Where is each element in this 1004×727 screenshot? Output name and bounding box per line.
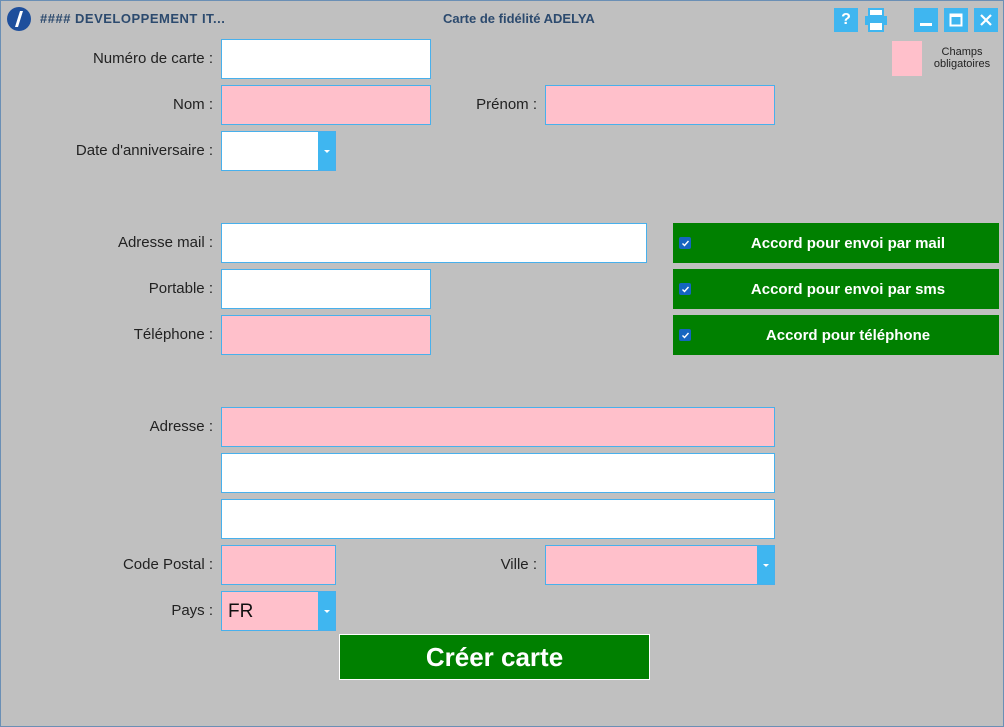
window-title: Carte de fidélité ADELYA xyxy=(443,11,595,26)
first-name-label: Prénom : xyxy=(476,96,537,113)
app-name: #### DEVELOPPEMENT IT... xyxy=(40,11,226,26)
first-name-field[interactable] xyxy=(545,85,775,125)
check-icon xyxy=(681,240,689,247)
email-input[interactable] xyxy=(222,224,646,262)
close-button[interactable] xyxy=(974,8,998,32)
consent-phone-toggle[interactable]: Accord pour téléphone xyxy=(673,315,999,355)
city-label: Ville : xyxy=(500,556,537,573)
maximize-icon xyxy=(949,13,963,27)
last-name-input[interactable] xyxy=(222,86,430,124)
country-label: Pays : xyxy=(171,602,213,619)
last-name-field[interactable] xyxy=(221,85,431,125)
mobile-field[interactable] xyxy=(221,269,431,309)
phone-field[interactable] xyxy=(221,315,431,355)
close-icon xyxy=(980,14,992,26)
minimize-button[interactable] xyxy=(914,8,938,32)
card-number-field[interactable] xyxy=(221,39,431,79)
print-button[interactable] xyxy=(864,8,888,32)
check-icon xyxy=(681,332,689,339)
postal-code-label: Code Postal : xyxy=(122,556,213,573)
country-value: FR xyxy=(228,601,254,622)
address-label: Adresse : xyxy=(149,418,213,435)
help-button[interactable]: ? xyxy=(834,8,858,32)
card-number-input[interactable] xyxy=(222,40,430,78)
phone-input[interactable] xyxy=(222,316,430,354)
consent-phone-checkbox[interactable] xyxy=(679,329,691,341)
consent-email-label: Accord pour envoi par mail xyxy=(750,234,946,252)
address-line3-field[interactable] xyxy=(221,499,775,539)
postal-code-field[interactable] xyxy=(221,545,336,585)
address-line2-field[interactable] xyxy=(221,453,775,493)
email-field[interactable] xyxy=(221,223,647,263)
address-line2-input[interactable] xyxy=(222,454,774,492)
app-logo-icon xyxy=(6,6,32,32)
chevron-down-icon xyxy=(323,149,330,153)
consent-phone-label: Accord pour téléphone xyxy=(765,326,931,344)
address-line1-input[interactable] xyxy=(222,408,774,446)
mobile-label: Portable : xyxy=(148,280,213,297)
check-icon xyxy=(681,286,689,293)
card-number-label: Numéro de carte : xyxy=(92,50,213,67)
country-select[interactable]: FR xyxy=(221,591,336,631)
create-card-button[interactable]: Créer carte xyxy=(339,634,650,680)
email-label: Adresse mail : xyxy=(117,234,213,251)
minimize-icon xyxy=(920,23,932,26)
maximize-button[interactable] xyxy=(944,8,968,32)
city-dropdown-button[interactable] xyxy=(757,546,774,584)
chevron-down-icon xyxy=(762,563,769,567)
consent-email-toggle[interactable]: Accord pour envoi par mail xyxy=(673,223,999,263)
first-name-input[interactable] xyxy=(546,86,774,124)
chevron-down-icon xyxy=(323,609,330,613)
postal-code-input[interactable] xyxy=(222,546,335,584)
country-dropdown-button[interactable] xyxy=(318,592,335,630)
consent-sms-label: Accord pour envoi par sms xyxy=(750,280,946,298)
consent-sms-toggle[interactable]: Accord pour envoi par sms xyxy=(673,269,999,309)
birthday-dropdown-button[interactable] xyxy=(318,132,335,170)
required-legend-text: Champs obligatoires xyxy=(933,46,991,70)
address-line3-input[interactable] xyxy=(222,500,774,538)
address-line1-field[interactable] xyxy=(221,407,775,447)
required-legend-swatch xyxy=(892,41,922,76)
help-icon: ? xyxy=(841,11,851,28)
mobile-input[interactable] xyxy=(222,270,430,308)
consent-email-checkbox[interactable] xyxy=(679,237,691,249)
city-select[interactable] xyxy=(545,545,775,585)
last-name-label: Nom : xyxy=(172,96,213,113)
birthday-select[interactable] xyxy=(221,131,336,171)
printer-icon xyxy=(865,8,887,32)
consent-sms-checkbox[interactable] xyxy=(679,283,691,295)
phone-label: Téléphone : xyxy=(133,326,213,343)
birthday-label: Date d'anniversaire : xyxy=(75,142,213,159)
